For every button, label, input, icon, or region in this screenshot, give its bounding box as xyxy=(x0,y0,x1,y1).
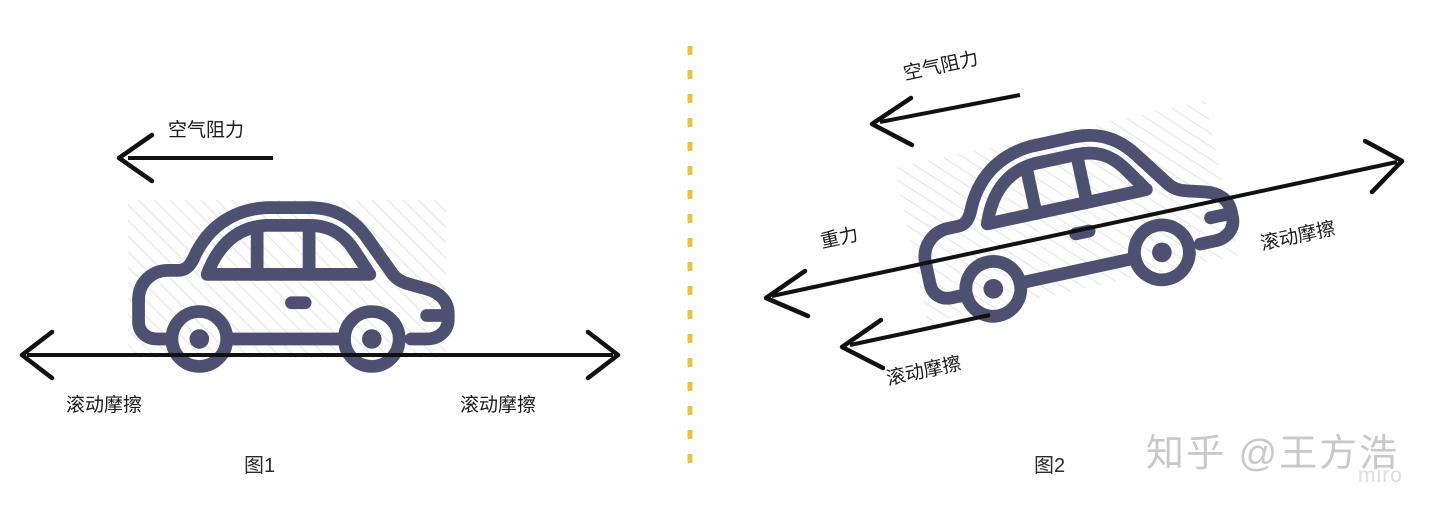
air-resistance-arrow-left-panel xyxy=(116,132,273,184)
panel-left: 空气阻力 滚动摩擦 滚动摩擦 图1 xyxy=(19,119,621,477)
watermark-primary: 知乎 @王方浩 xyxy=(1146,433,1399,475)
incline-axis-arrow xyxy=(763,138,1405,319)
rolling-friction-label-lower: 滚动摩擦 xyxy=(884,352,963,390)
caption-figure-2: 图2 xyxy=(1034,455,1065,477)
panel-right: 滚动摩擦 重力 空气阻力 滚动摩擦 图2 xyxy=(763,47,1405,477)
rolling-friction-label-right: 滚动摩擦 xyxy=(460,394,536,416)
caption-figure-1: 图1 xyxy=(244,455,275,477)
rolling-friction-label-upper: 滚动摩擦 xyxy=(1258,217,1337,255)
rolling-friction-arrow-lower xyxy=(839,313,991,371)
watermark-secondary: miro xyxy=(1358,464,1403,487)
air-resistance-label-left-panel: 空气阻力 xyxy=(168,119,244,141)
rolling-friction-label-left: 滚动摩擦 xyxy=(66,394,142,416)
air-resistance-label-right-panel: 空气阻力 xyxy=(901,47,980,85)
rolling-friction-arrow-left-panel xyxy=(19,329,621,381)
gravity-label: 重力 xyxy=(818,223,860,253)
air-resistance-arrow-right-panel xyxy=(869,93,1021,148)
